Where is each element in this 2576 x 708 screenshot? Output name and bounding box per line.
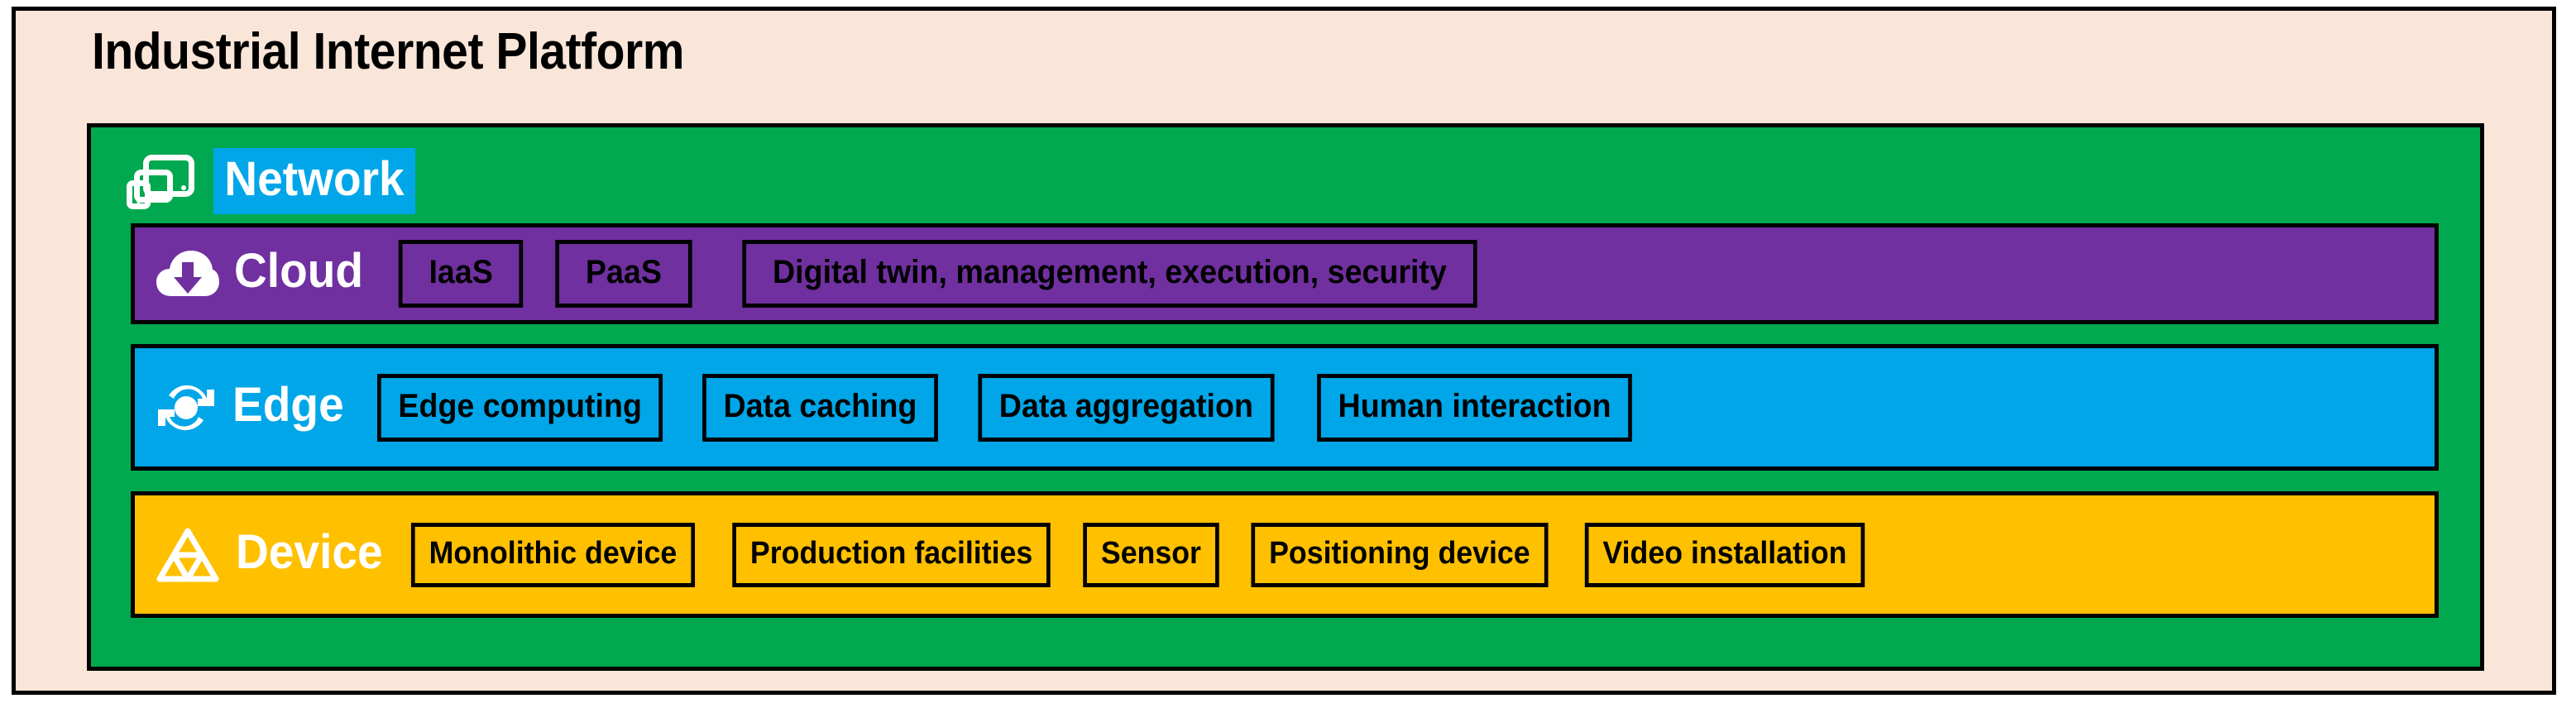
device-layer-row: Device Monolithic device Production faci… xyxy=(131,491,2439,618)
page-title: Industrial Internet Platform xyxy=(92,23,685,80)
network-layer-header: Network xyxy=(106,146,426,217)
chip-iaas[interactable]: IaaS xyxy=(399,240,524,308)
chip-paas[interactable]: PaaS xyxy=(554,240,692,308)
chip-sensor[interactable]: Sensor xyxy=(1083,522,1219,587)
chip-video-installation[interactable]: Video installation xyxy=(1584,522,1865,587)
chip-digital-twin-management-execution-security[interactable]: Digital twin, management, execution, sec… xyxy=(742,240,1477,308)
chip-production-facilities[interactable]: Production facilities xyxy=(732,522,1051,587)
edge-layer-chip-list: Edge computing Data caching Data aggrega… xyxy=(368,373,2435,442)
network-layer-label: Network xyxy=(213,148,415,214)
chip-positioning-device[interactable]: Positioning device xyxy=(1251,522,1549,587)
hub-node-icon xyxy=(155,379,218,437)
industrial-internet-platform-diagram: Industrial Internet Platform Network xyxy=(12,7,2556,695)
cloud-layer-label: Cloud xyxy=(234,244,364,298)
triangle-mesh-icon xyxy=(155,526,221,584)
devices-icon xyxy=(126,152,195,210)
chip-human-interaction[interactable]: Human interaction xyxy=(1316,373,1632,442)
edge-layer-row: Edge Edge computing Data caching Data ag… xyxy=(131,344,2439,471)
chip-data-caching[interactable]: Data caching xyxy=(702,373,939,442)
device-layer-chip-list: Monolithic device Production facilities … xyxy=(402,522,2435,587)
chip-data-aggregation[interactable]: Data aggregation xyxy=(978,373,1275,442)
chip-monolithic-device[interactable]: Monolithic device xyxy=(410,522,695,587)
device-layer-label: Device xyxy=(236,524,383,579)
cloud-download-icon xyxy=(155,248,219,299)
cloud-layer-chip-list: IaaS PaaS Digital twin, management, exec… xyxy=(395,240,2435,308)
chip-edge-computing[interactable]: Edge computing xyxy=(376,373,663,442)
network-layer-band: Network Cloud IaaS PaaS Digital twin, ma… xyxy=(87,123,2484,671)
edge-layer-label: Edge xyxy=(232,377,344,432)
cloud-layer-row: Cloud IaaS PaaS Digital twin, management… xyxy=(131,223,2439,324)
